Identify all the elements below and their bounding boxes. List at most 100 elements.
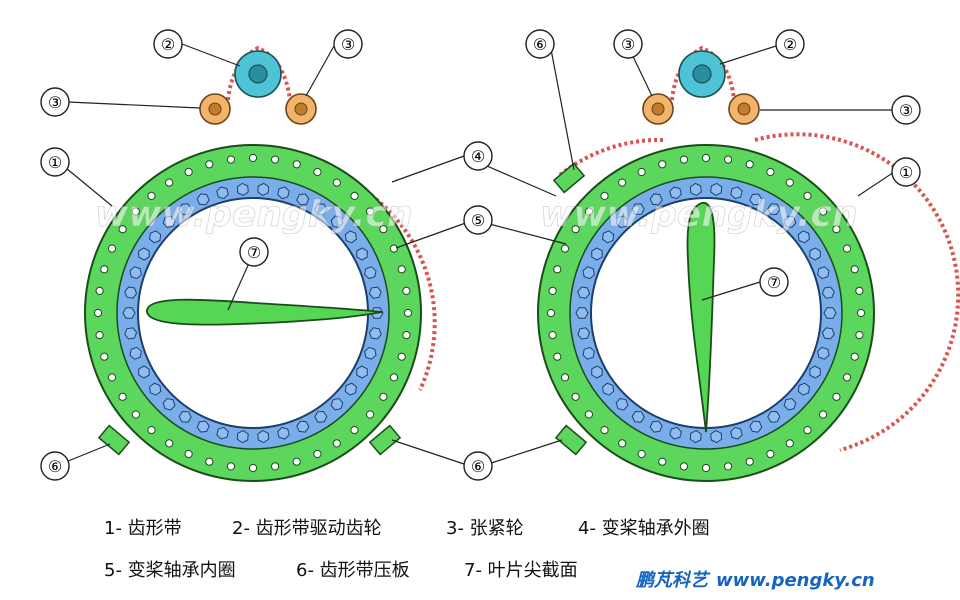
- callout-6: ⑥: [525, 29, 555, 59]
- bolt-hole: [546, 308, 556, 318]
- bolt-hole: [658, 160, 667, 169]
- bearing-bolt: [730, 426, 743, 440]
- bearing-bolt: [783, 215, 797, 229]
- bearing-bolt: [631, 410, 645, 423]
- bolt-hole: [553, 265, 562, 274]
- right-assembly: [537, 45, 960, 482]
- bolt-hole: [292, 457, 301, 466]
- callout-4: ④: [463, 141, 493, 171]
- bolt-hole: [184, 167, 193, 177]
- bearing-bolt: [149, 382, 162, 396]
- bolt-hole: [701, 463, 711, 473]
- inner-ring-band: [109, 169, 397, 457]
- callout-6: ⑥: [40, 451, 70, 481]
- bolt-hole: [184, 449, 193, 459]
- bearing-bolt: [296, 420, 310, 433]
- bolt-hole: [292, 160, 301, 169]
- bolt-hole: [850, 352, 859, 361]
- bearing-bolt: [257, 182, 270, 196]
- bearing-bolt: [196, 420, 210, 433]
- bolt-hole: [165, 439, 174, 448]
- bearing-bolt: [631, 203, 645, 216]
- bolt-hole: [832, 392, 841, 401]
- bolt-hole: [785, 178, 794, 187]
- bearing-bolt: [162, 215, 176, 229]
- bolt-hole: [332, 178, 341, 187]
- bearing-bolt: [124, 286, 138, 299]
- watermark: www.pengky.cn: [540, 194, 857, 235]
- bolt-hole: [819, 410, 828, 419]
- bearing-bolt: [277, 426, 290, 440]
- callout-label: ①: [48, 153, 62, 172]
- bolt-hole: [855, 286, 864, 295]
- bolt-hole: [803, 426, 812, 435]
- bolt-hole: [131, 207, 140, 216]
- bolt-hole: [147, 191, 156, 200]
- bearing-bolt: [649, 193, 663, 206]
- bearing-bolt: [797, 382, 810, 396]
- bearing-bolt: [124, 327, 138, 340]
- bolt-hole: [842, 373, 852, 382]
- bolt-hole: [313, 167, 322, 177]
- callout-label: ③: [341, 35, 355, 54]
- bearing-bolt: [356, 247, 368, 261]
- tension-wheel: [642, 93, 674, 125]
- tension-wheel: [728, 93, 760, 125]
- bearing-bolt: [809, 247, 821, 261]
- bearing-bolt: [216, 186, 229, 200]
- bolt-hole: [100, 265, 109, 274]
- bearing-bolt: [817, 266, 830, 280]
- legend-item-2: 2- 齿形带驱动齿轮: [232, 518, 382, 539]
- bolt-hole: [271, 462, 280, 471]
- bolt-hole: [271, 155, 280, 164]
- bearing-bolt: [356, 365, 368, 379]
- bearing-bolt: [138, 247, 150, 261]
- bolt-hole: [701, 153, 711, 163]
- bearing-bolt: [196, 193, 210, 206]
- bearing-bolt: [162, 397, 176, 411]
- bolt-hole: [205, 457, 214, 466]
- bearing-bolt: [749, 420, 763, 433]
- bearing-bolt: [783, 397, 797, 411]
- bolt-hole: [397, 265, 406, 274]
- bearing-bolt: [809, 365, 821, 379]
- bearing-bolt: [178, 410, 192, 423]
- bolt-hole: [205, 160, 214, 169]
- bolt-hole: [107, 244, 117, 253]
- bolt-hole: [226, 155, 235, 164]
- bearing-bolt: [314, 410, 328, 423]
- bearing-bolt: [368, 327, 382, 340]
- drive-gear: [678, 50, 726, 98]
- legend-item-5: 5- 变桨轴承内圈: [104, 560, 236, 581]
- bolt-hole: [379, 225, 388, 234]
- bearing-bolt: [689, 430, 702, 444]
- bolt-hole: [165, 178, 174, 187]
- bolt-hole: [389, 244, 399, 253]
- bearing-bolt: [129, 266, 142, 280]
- bolt-hole: [600, 191, 609, 200]
- bolt-hole: [389, 373, 399, 382]
- bolt-hole: [313, 449, 322, 459]
- bolt-hole: [366, 207, 375, 216]
- bolt-hole: [95, 286, 104, 295]
- bolt-hole: [803, 191, 812, 200]
- callout-label: ④: [471, 147, 485, 166]
- bolt-hole: [584, 207, 594, 216]
- bolt-hole: [584, 410, 594, 419]
- bolt-hole: [248, 463, 258, 473]
- tension-wheel: [285, 93, 317, 125]
- bolt-hole: [93, 308, 103, 318]
- bearing-bolt: [296, 193, 310, 206]
- bearing-bolt: [330, 215, 344, 229]
- bolt-hole: [226, 462, 235, 471]
- callout-3: ③: [613, 29, 643, 59]
- blade-tip-section: [146, 298, 383, 326]
- callout-5: ⑤: [463, 205, 493, 235]
- bearing-bolt: [710, 430, 723, 444]
- bolt-hole: [679, 462, 689, 471]
- bearing-bolt: [236, 182, 249, 196]
- bolt-hole: [832, 225, 841, 234]
- bolt-hole: [745, 160, 754, 169]
- bolt-hole: [248, 153, 258, 163]
